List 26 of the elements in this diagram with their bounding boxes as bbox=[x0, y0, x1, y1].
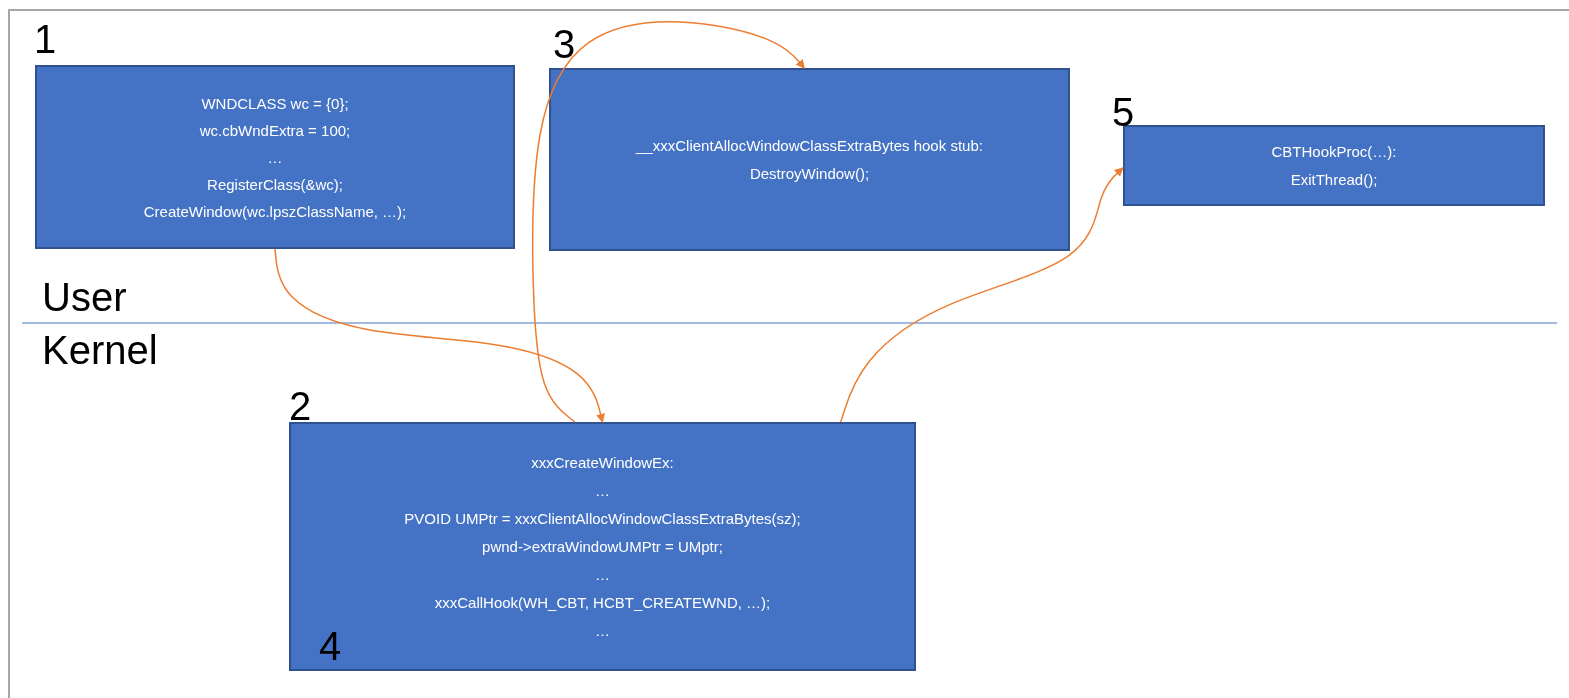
code-line: PVOID UMPtr = xxxClientAllocWindowClassExtraBytes(sz); bbox=[404, 508, 801, 529]
step-number: 2 bbox=[289, 384, 312, 428]
code-line: __xxxClientAllocWindowClassExtraBytes hook stub: bbox=[636, 135, 983, 156]
code-line: … bbox=[267, 147, 283, 168]
arrow bbox=[531, 21, 806, 423]
code-line: WNDCLASS wc = {0}; bbox=[201, 93, 349, 114]
code-line: … bbox=[595, 564, 610, 585]
layer-label: User bbox=[42, 275, 127, 319]
step-number: 1 bbox=[34, 17, 57, 61]
code-line: CreateWindow(wc.lpszClassName, …); bbox=[143, 201, 407, 222]
step-number: 3 bbox=[553, 22, 576, 66]
step-number: 4 bbox=[319, 624, 342, 668]
arrow bbox=[274, 248, 605, 423]
code-line: wc.cbWndExtra = 100; bbox=[199, 120, 351, 141]
code-line: RegisterClass(&wc); bbox=[207, 174, 343, 195]
step-number: 5 bbox=[1112, 90, 1135, 134]
code-line: xxxCreateWindowEx: bbox=[531, 452, 674, 473]
code-line: … bbox=[595, 620, 610, 641]
code-line: … bbox=[595, 480, 610, 501]
code-line: pwnd->extraWindowUMPtr = UMptr; bbox=[482, 536, 723, 557]
code-line: xxxCallHook(WH_CBT, HCBT_CREATEWND, …); bbox=[434, 592, 771, 613]
code-line: DestroyWindow(); bbox=[749, 163, 870, 184]
arrow bbox=[840, 167, 1124, 423]
layer-label: Kernel bbox=[42, 328, 158, 372]
code-line: ExitThread(); bbox=[1290, 169, 1378, 190]
code-line: CBTHookProc(…): bbox=[1271, 141, 1397, 162]
